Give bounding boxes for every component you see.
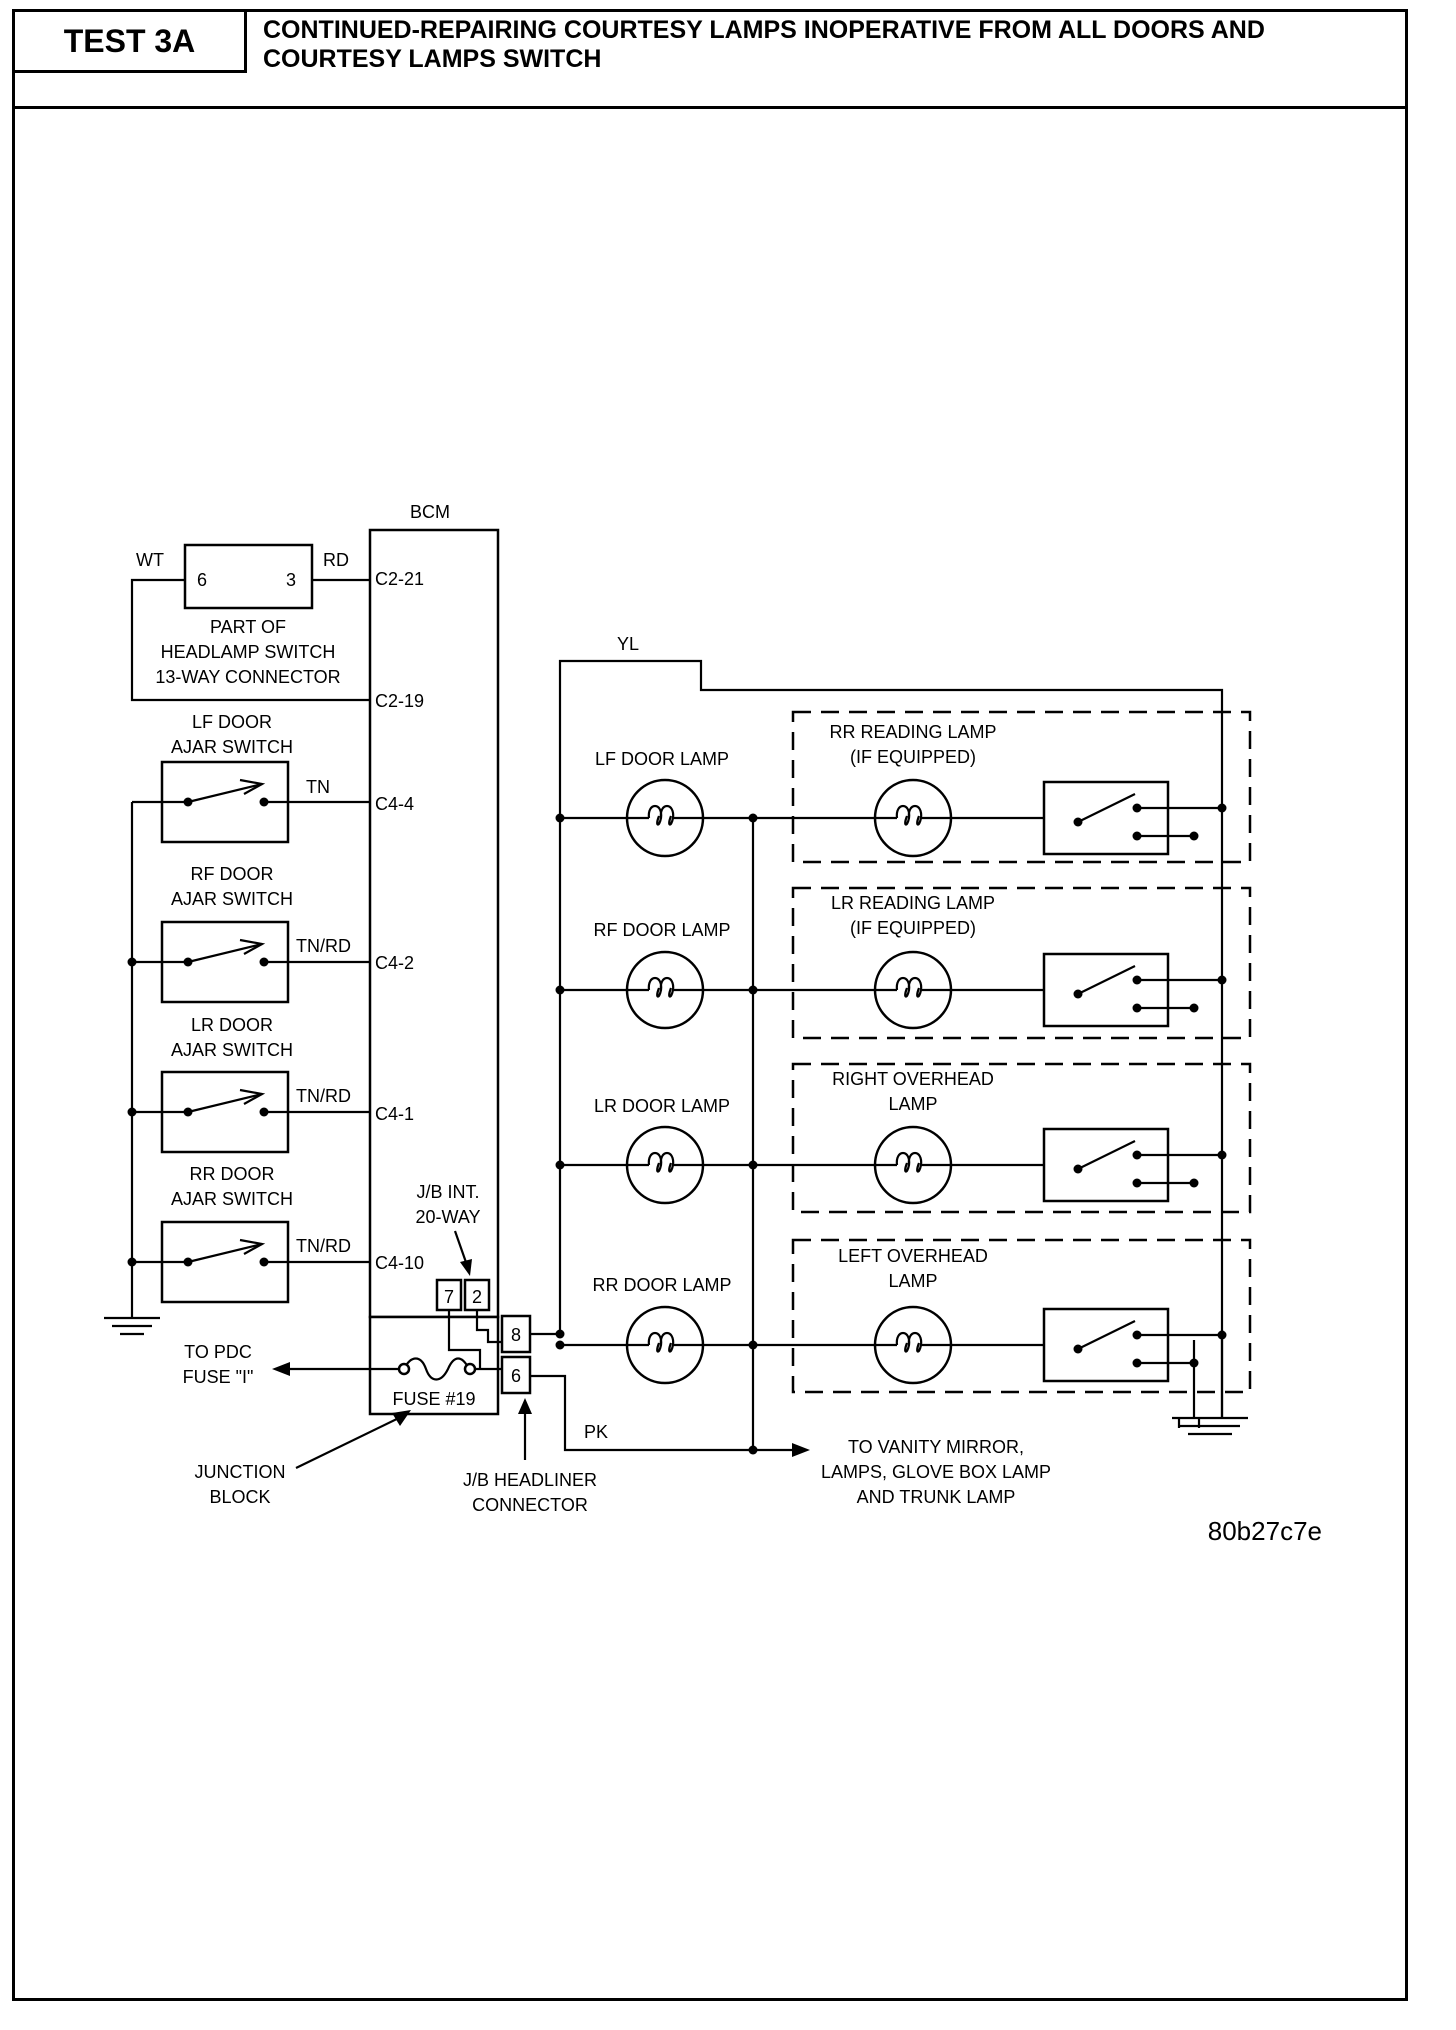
bcm-label: BCM — [410, 502, 450, 522]
test-id: TEST 3A — [15, 12, 247, 73]
lr-switch-label-2: AJAR SWITCH — [171, 1040, 293, 1060]
bcm-pin-c4-2: C4-2 — [375, 953, 414, 973]
overhead-lamp-0 — [791, 710, 1252, 864]
jb-pin-2: 2 — [472, 1287, 482, 1307]
rr-door-lamp-label: RR DOOR LAMP — [592, 1275, 731, 1295]
door-switches: LF DOOR AJAR SWITCH TN RF DOOR AJAR SWIT… — [104, 712, 370, 1336]
overhead-lamp-2 — [791, 1062, 1252, 1214]
rf-door-lamp-label: RF DOOR LAMP — [593, 920, 730, 940]
overhead-lamp-3 — [791, 1238, 1252, 1394]
bcm-pin-c2-19: C2-19 — [375, 691, 424, 711]
header: TEST 3A CONTINUED-REPAIRING COURTESY LAM… — [15, 12, 1405, 109]
rr-reading-lamp-label-2: (IF EQUIPPED) — [850, 747, 976, 767]
door-lamp-0 — [555, 778, 1044, 858]
lr-door-lamp-label: LR DOOR LAMP — [594, 1096, 730, 1116]
door-lamp-2 — [555, 1125, 1044, 1205]
door-switch-3 — [127, 1220, 370, 1304]
wire-yl-label: YL — [617, 634, 639, 654]
wire-tn-label: TN — [306, 777, 330, 797]
rr-switch-label-2: AJAR SWITCH — [171, 1189, 293, 1209]
page-frame: TEST 3A CONTINUED-REPAIRING COURTESY LAM… — [12, 9, 1408, 2001]
pdc-feed-label-2: FUSE "I" — [183, 1367, 254, 1387]
junction-block-label-2: BLOCK — [209, 1487, 270, 1507]
lf-door-lamp-label: LF DOOR LAMP — [595, 749, 729, 769]
door-switch-1 — [127, 920, 370, 1004]
page-title: CONTINUED-REPAIRING COURTESY LAMPS INOPE… — [263, 16, 1265, 73]
overhead-lamps: RR READING LAMP (IF EQUIPPED) LR READING… — [791, 710, 1252, 1418]
rf-switch-label-2: AJAR SWITCH — [171, 889, 293, 909]
bcm-pin-c4-4: C4-4 — [375, 794, 414, 814]
door-switch-2 — [127, 1070, 370, 1154]
jb-pin-7: 7 — [444, 1287, 454, 1307]
lf-switch-label-2: AJAR SWITCH — [171, 737, 293, 757]
bcm-pin-c4-10: C4-10 — [375, 1253, 424, 1273]
right-overhead-label-1: RIGHT OVERHEAD — [832, 1069, 994, 1089]
rr-reading-lamp-label-1: RR READING LAMP — [829, 722, 996, 742]
headlamp-caption-2: HEADLAMP SWITCH — [161, 642, 336, 662]
headlamp-caption-3: 13-WAY CONNECTOR — [155, 667, 340, 687]
wire-tnrd-label-1: TN/RD — [296, 936, 351, 956]
wire-tnrd-label-3: TN/RD — [296, 1236, 351, 1256]
bcm-module: BCM C2-21 C2-19 C4-4 C4-2 C4-1 C4-10 — [368, 502, 500, 1319]
lf-switch-label-1: LF DOOR — [192, 712, 272, 732]
left-overhead-label-2: LAMP — [888, 1271, 937, 1291]
vanity-label-1: TO VANITY MIRROR, — [848, 1437, 1024, 1457]
pin-3: 3 — [286, 570, 296, 590]
door-lamp-3 — [555, 1305, 1044, 1385]
headlamp-caption-1: PART OF — [210, 617, 286, 637]
wire-wt-label: WT — [136, 550, 164, 570]
junction-block-label-1: JUNCTION — [195, 1462, 286, 1482]
bcm-pin-c2-21: C2-21 — [375, 569, 424, 589]
lr-reading-lamp-label-2: (IF EQUIPPED) — [850, 918, 976, 938]
bcm-pin-c4-1: C4-1 — [375, 1104, 414, 1124]
right-overhead-label-2: LAMP — [888, 1094, 937, 1114]
lr-reading-lamp-label-1: LR READING LAMP — [831, 893, 995, 913]
headliner-label-2: CONNECTOR — [472, 1495, 588, 1515]
headliner-pin-6: 6 — [511, 1366, 521, 1386]
wire-pk-label: PK — [584, 1422, 608, 1442]
rr-switch-label-1: RR DOOR — [190, 1164, 275, 1184]
headlamp-switch-connector: 6 3 WT RD PART OF HEADLAMP SWITCH 13-WAY… — [130, 543, 370, 702]
door-switch-0 — [132, 760, 370, 844]
pin-6: 6 — [197, 570, 207, 590]
pdc-feed-label-1: TO PDC — [184, 1342, 252, 1362]
jb-int-label-1: J/B INT. — [416, 1182, 479, 1202]
wire-tnrd-label-2: TN/RD — [296, 1086, 351, 1106]
headliner-pin-8: 8 — [511, 1325, 521, 1345]
door-lamps: LF DOOR LAMP RF DOOR LAMP LR DOOR LAMP R… — [555, 749, 1044, 1385]
left-overhead-label-1: LEFT OVERHEAD — [838, 1246, 988, 1266]
headliner-label-1: J/B HEADLINER — [463, 1470, 597, 1490]
figure-id: 80b27c7e — [1208, 1516, 1322, 1546]
feed-wires: YL PK TO VANITY MIRROR, LAMPS, GLOVE BOX… — [530, 634, 1248, 1507]
wire-rd-label: RD — [323, 550, 349, 570]
jb-int-label-2: 20-WAY — [415, 1207, 480, 1227]
rf-switch-label-1: RF DOOR — [191, 864, 274, 884]
fuse-label: FUSE #19 — [392, 1389, 475, 1409]
vanity-label-2: LAMPS, GLOVE BOX LAMP — [821, 1462, 1051, 1482]
door-lamp-1 — [555, 950, 1044, 1030]
vanity-label-3: AND TRUNK LAMP — [857, 1487, 1016, 1507]
overhead-lamp-1 — [791, 886, 1252, 1040]
lr-switch-label-1: LR DOOR — [191, 1015, 273, 1035]
